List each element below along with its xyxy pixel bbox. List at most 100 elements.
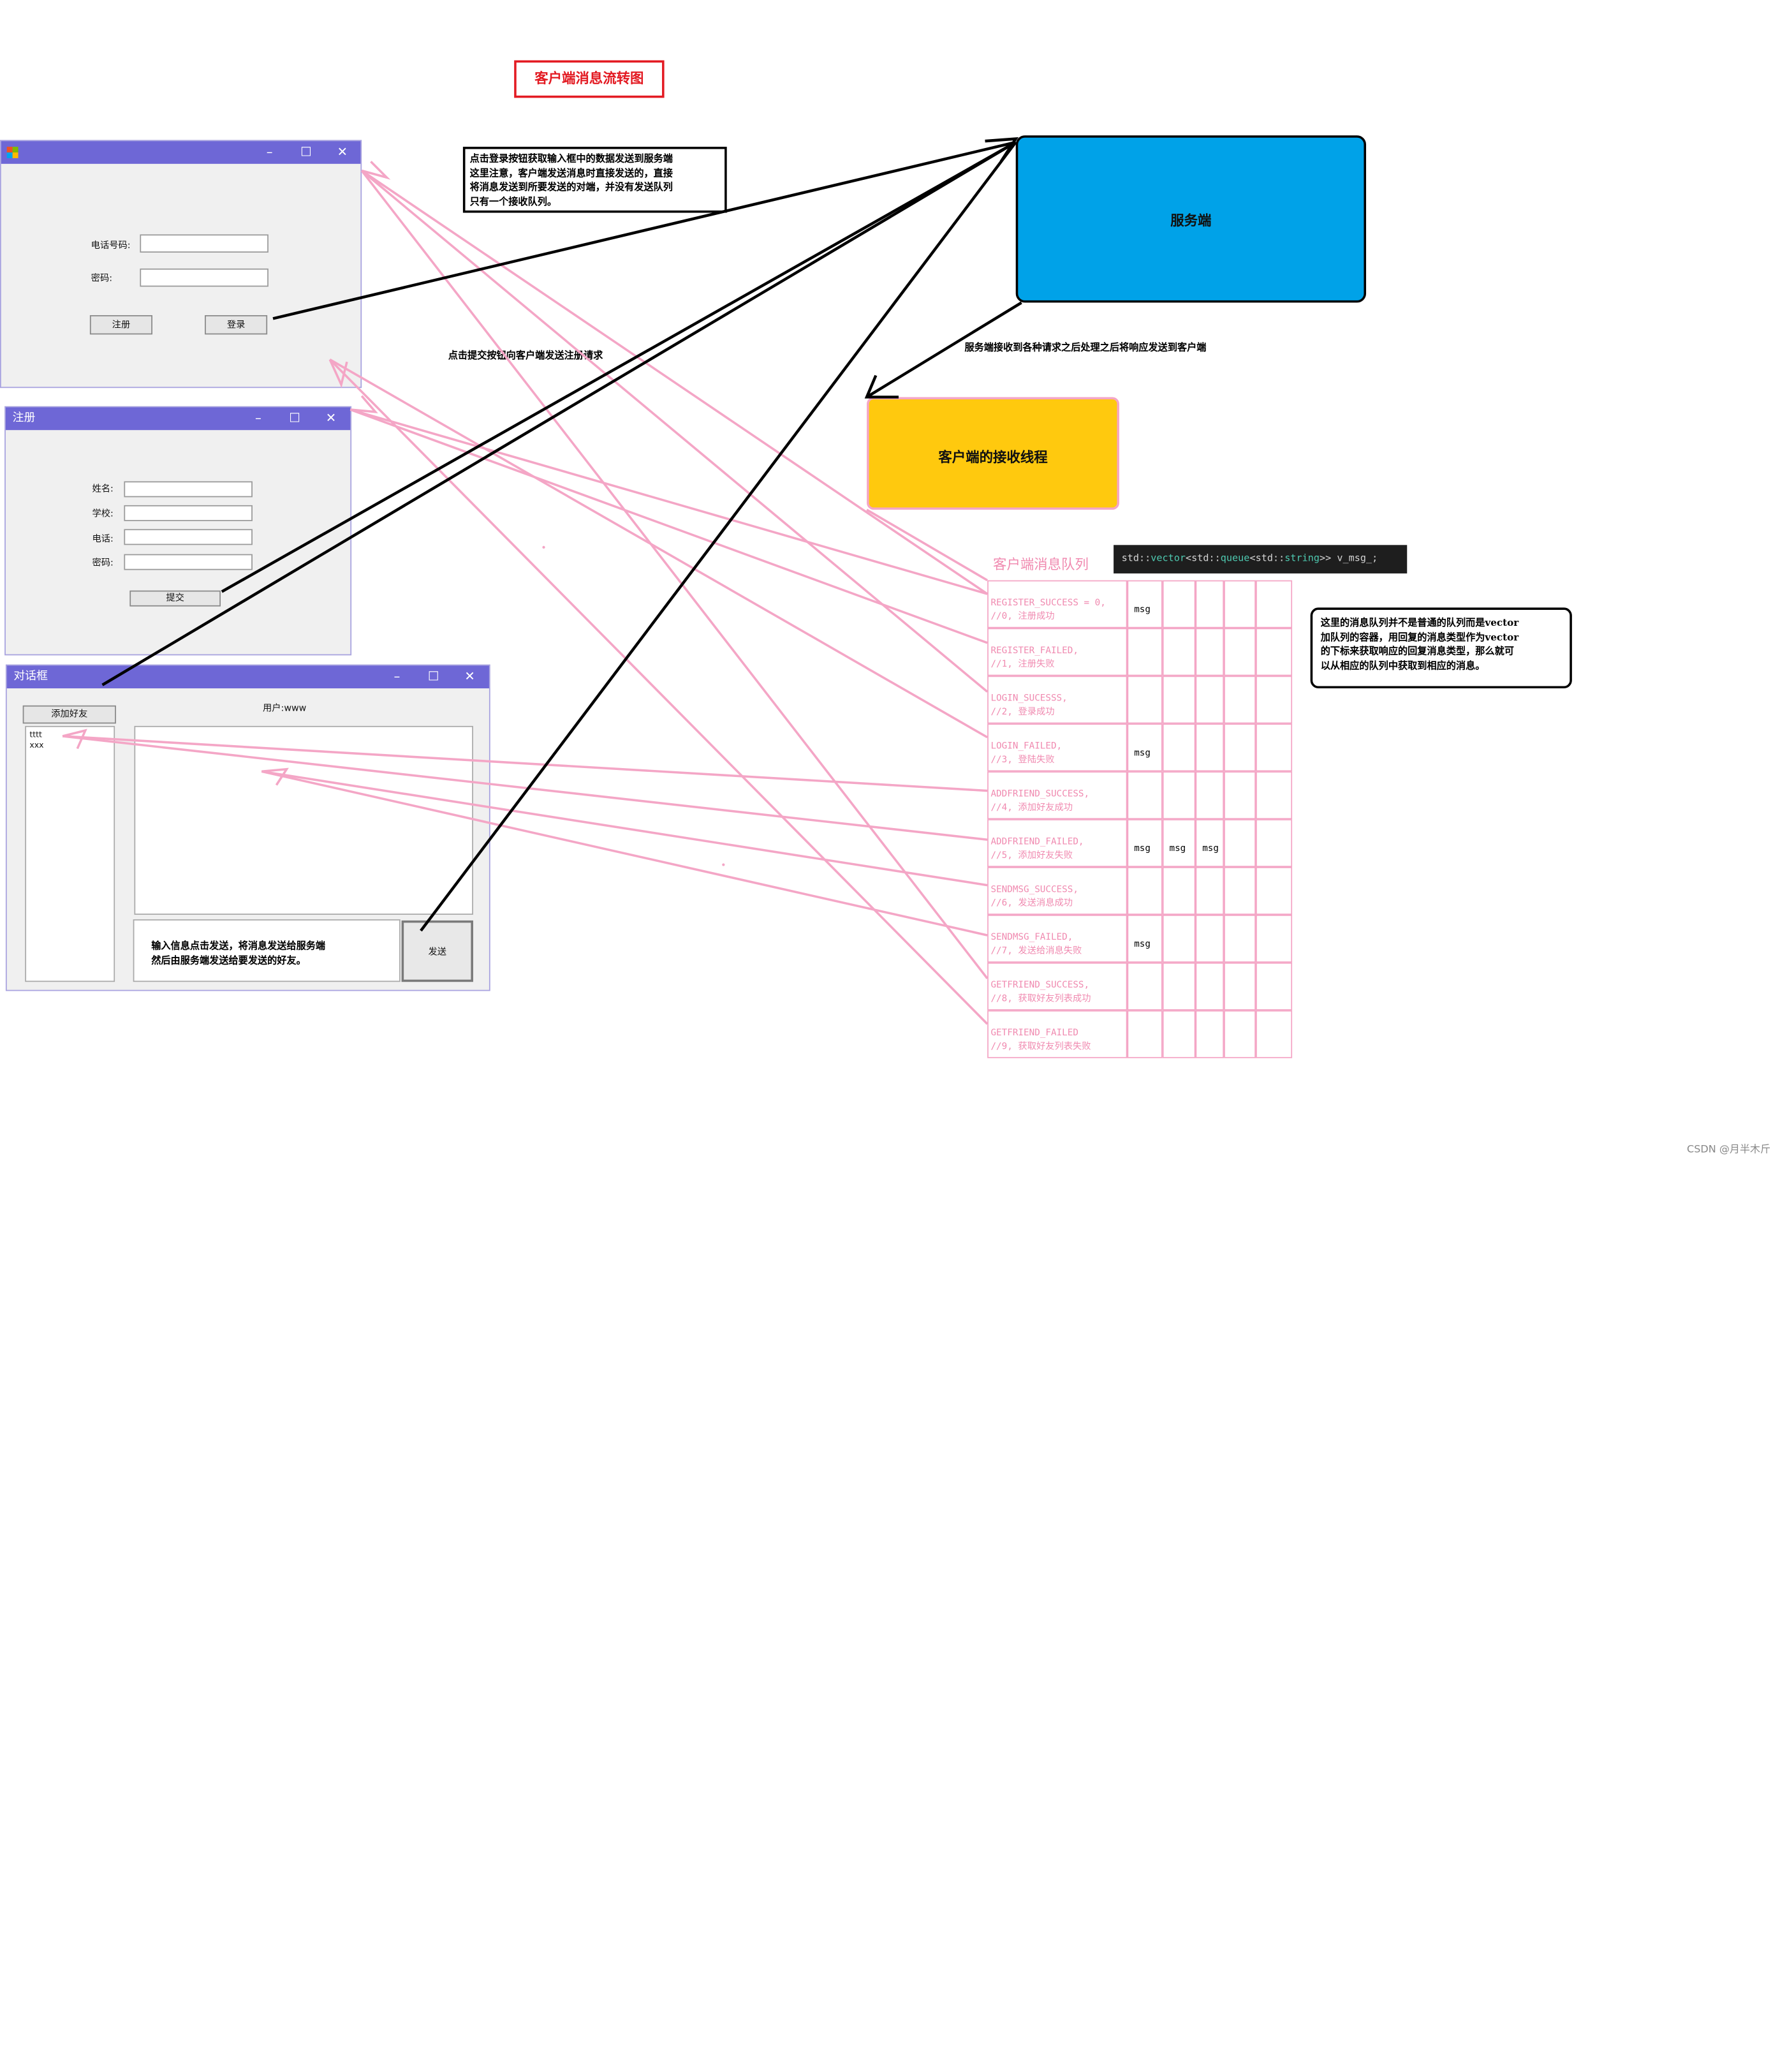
app-icon (6, 147, 18, 158)
friend-list[interactable]: tttt xxx (25, 725, 115, 982)
add-friend-button[interactable]: 添加好友 (22, 705, 116, 724)
queue-row-enum: GETFRIEND_SUCCESS, (990, 979, 1090, 990)
queue-slot-cell (1256, 771, 1293, 820)
friend-item[interactable]: tttt (29, 730, 42, 740)
code-token: queue (1220, 552, 1250, 565)
send-note-line: 然后由服务端发送给要发送的好友。 (151, 956, 306, 968)
maximize-icon[interactable]: ☐ (427, 669, 439, 684)
black-arrowhead (864, 374, 899, 399)
minimize-icon[interactable]: – (266, 144, 273, 159)
pink-arrow (361, 170, 989, 693)
name-input[interactable] (124, 481, 253, 498)
queue-slot-cell: msg (1195, 819, 1224, 868)
reg-phone-input[interactable] (124, 529, 253, 545)
phone-input[interactable] (140, 234, 268, 253)
queue-slot-cell (1195, 1010, 1224, 1058)
pink-arrow (261, 770, 988, 887)
queue-slot-cell (1256, 819, 1293, 868)
queue-row-comment: //1, 注册失败 (990, 658, 1055, 669)
queue-slot-cell (1224, 771, 1256, 820)
queue-slot-cell (1256, 1010, 1293, 1058)
queue-row-label-cell: GETFRIEND_FAILED //9, 获取好友列表失败 (987, 1010, 1128, 1058)
pink-arrowhead (261, 767, 289, 786)
code-token: >> v_msg_; (1320, 552, 1378, 565)
pink-arrow (328, 359, 989, 1025)
register-button[interactable]: 注册 (89, 315, 152, 335)
diagram-title: 客户端消息流转图 (534, 70, 644, 87)
submit-button[interactable]: 提交 (129, 590, 221, 607)
login-button[interactable]: 登录 (205, 315, 268, 335)
queue-slot-cell (1162, 867, 1196, 915)
queue-msg: msg (1134, 843, 1151, 854)
minimize-icon[interactable]: – (393, 669, 401, 684)
note-line: 将消息发送到所要发送的对端，并没有发送队列 (469, 182, 673, 194)
login-window: – ☐ ✕ 电话号码: 密码: 注册 登录 (0, 140, 362, 389)
queue-slot-cell (1224, 723, 1256, 772)
server-note: 服务端接收到各种请求之后处理之后将响应发送到客户端 (964, 342, 1207, 354)
queue-slot-cell (1195, 676, 1224, 724)
maximize-icon[interactable]: ☐ (300, 144, 312, 159)
queue-slot-cell (1195, 628, 1224, 676)
close-icon[interactable]: ✕ (337, 144, 348, 159)
queue-slot-cell (1162, 723, 1196, 772)
queue-row-label-cell: SENDMSG_SUCCESS,//6, 发送消息成功 (987, 867, 1128, 915)
close-icon[interactable]: ✕ (464, 669, 475, 684)
queue-row-enum: SENDMSG_FAILED, (990, 931, 1073, 942)
queue-row-enum: REGISTER_SUCCESS = 0, (990, 597, 1106, 608)
maximize-icon[interactable]: ☐ (289, 410, 300, 426)
reg-password-input[interactable] (124, 554, 253, 570)
queue-slot-cell (1195, 867, 1224, 915)
note-line: 这里的消息队列并不是普通的队列而是vector (1320, 618, 1519, 630)
send-note-line: 输入信息点击发送，将消息发送给服务端 (151, 940, 326, 952)
password-label: 密码: (91, 273, 113, 284)
queue-msg: msg (1134, 604, 1151, 615)
queue-slot-cell (1224, 819, 1256, 868)
queue-msg: msg (1134, 938, 1151, 949)
queue-slot-cell (1127, 1010, 1163, 1058)
friend-item[interactable]: xxx (29, 741, 44, 750)
name-label: 姓名: (92, 484, 114, 494)
pink-arrow (62, 735, 988, 792)
login-window-titlebar: – ☐ ✕ (1, 141, 361, 164)
queue-row-label-cell: LOGIN_SUCESSS,//2, 登录成功 (987, 676, 1128, 724)
pink-arrow (361, 170, 989, 595)
register-note: 点击提交按钮向客户端发送注册请求 (448, 350, 603, 362)
queue-slot-cell (1162, 1010, 1196, 1058)
close-icon[interactable]: ✕ (325, 410, 337, 426)
queue-slot-cell (1256, 914, 1293, 963)
password-input[interactable] (140, 268, 268, 287)
queue-slot-cell (1195, 723, 1224, 772)
school-input[interactable] (124, 505, 253, 521)
queue-row-comment: //4, 添加好友成功 (990, 802, 1073, 813)
code-token: <std:: (1249, 552, 1285, 565)
queue-row-label-cell: ADDFRIEND_FAILED,//5, 添加好友失败 (987, 819, 1128, 868)
pink-arrowhead (328, 359, 348, 389)
minimize-icon[interactable]: – (254, 410, 261, 426)
queue-slot-cell: msg (1127, 723, 1163, 772)
queue-row-comment: //9, 获取好友列表失败 (990, 1040, 1091, 1051)
code-token: std:: (1121, 552, 1151, 565)
queue-slot-cell (1127, 628, 1163, 676)
queue-row-enum: ADDFRIEND_FAILED, (990, 836, 1084, 847)
queue-row-enum: GETFRIEND_FAILED (990, 1027, 1078, 1038)
pink-arrow (360, 170, 989, 979)
phone-label: 电话号码: (91, 240, 131, 251)
chat-window-title: 对话框 (13, 670, 48, 683)
note-line: 只有一个接收队列。 (469, 196, 557, 208)
register-window-title: 注册 (12, 411, 36, 425)
queue-slot-cell (1256, 723, 1293, 772)
queue-slot-cell (1127, 867, 1163, 915)
watermark: CSDN @月半木斤 (1686, 1144, 1771, 1157)
note-line: 以从相应的队列中获取到相应的消息。 (1320, 660, 1485, 672)
stray-dot (722, 863, 725, 866)
queue-row-label-cell: REGISTER_FAILED,//1, 注册失败 (987, 628, 1128, 676)
message-input[interactable]: 输入信息点击发送，将消息发送给服务端 然后由服务端发送给要发送的好友。 (133, 919, 401, 982)
queue-slot-cell (1256, 676, 1293, 724)
black-arrow (420, 141, 1017, 932)
arrow-overlay (62, 137, 1022, 1025)
queue-slot-cell: msg (1127, 819, 1163, 868)
login-note: 点击登录按钮获取输入框中的数据发送到服务端 这里注意，客户端发送消息时直接发送的… (462, 147, 727, 213)
queue-slot-cell (1224, 914, 1256, 963)
send-button[interactable]: 发送 (401, 920, 473, 982)
queue-row-label-cell: LOGIN_FAILED,//3, 登陆失败 (987, 723, 1128, 772)
